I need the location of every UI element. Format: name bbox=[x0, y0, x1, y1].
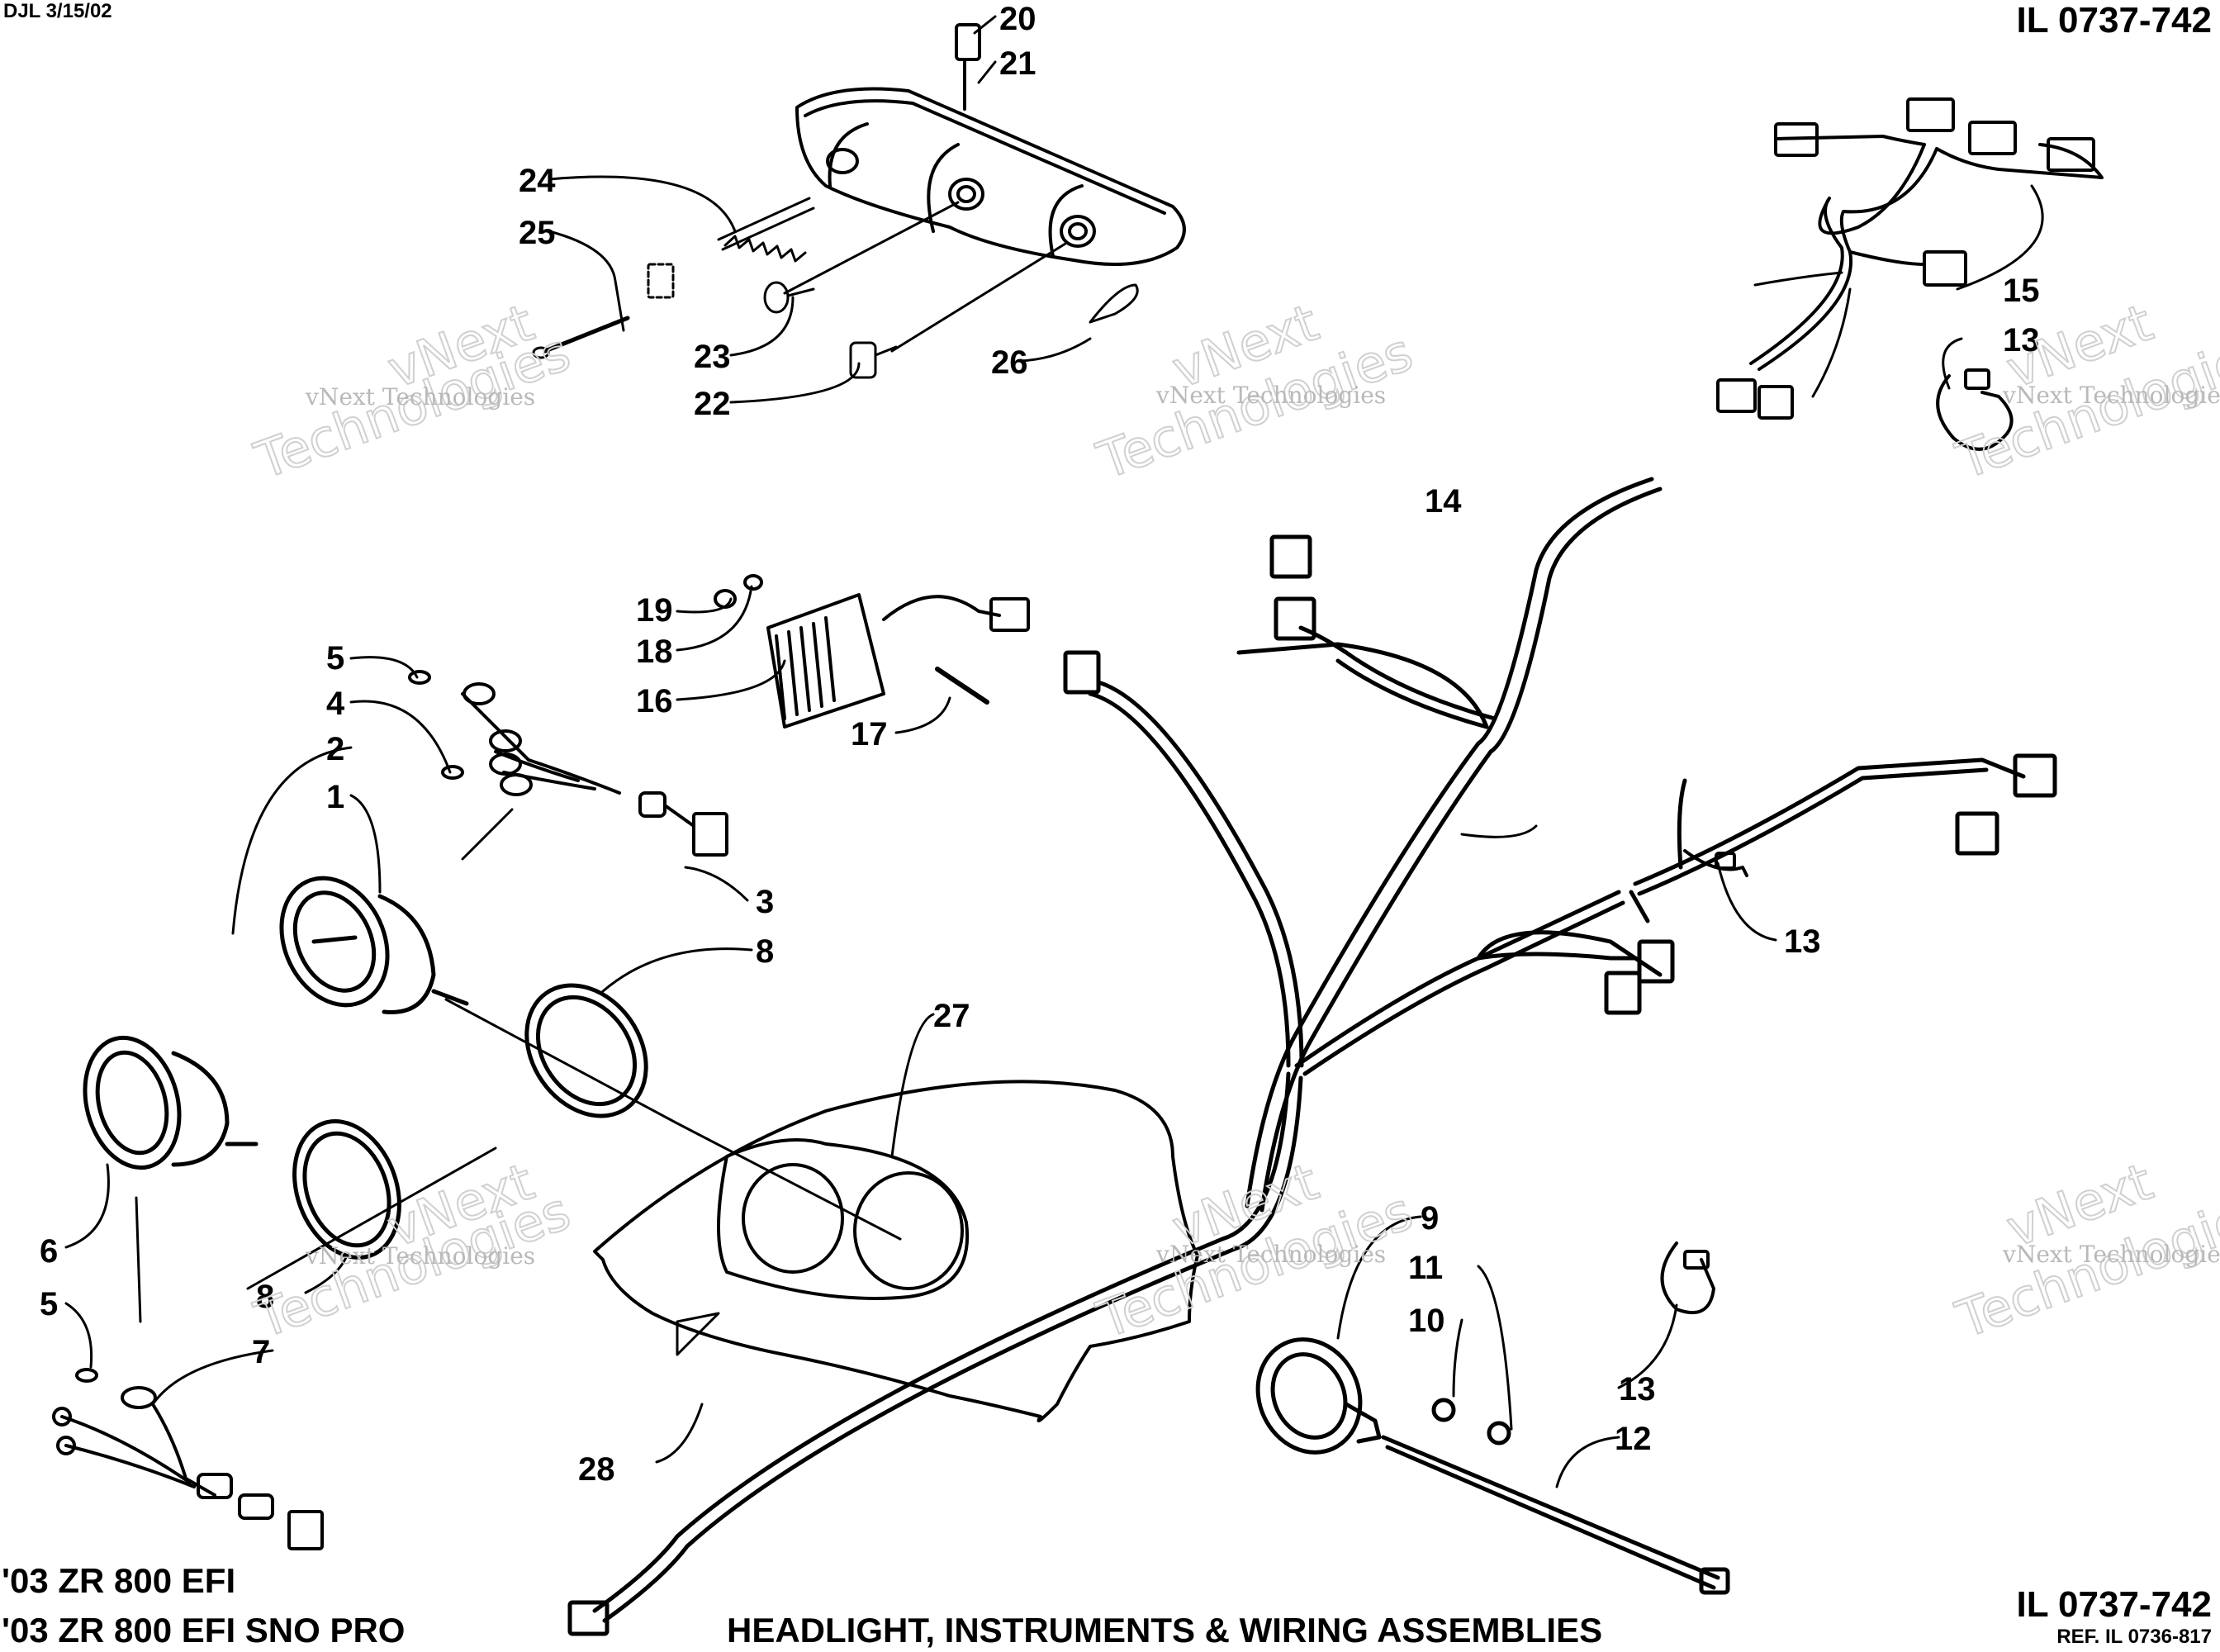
bezel-rings-8 bbox=[292, 983, 648, 1260]
callout-25: 25 bbox=[519, 215, 556, 251]
callout-6: 6 bbox=[40, 1233, 58, 1270]
callout-4: 4 bbox=[326, 686, 345, 722]
cable-tie-13-top bbox=[1936, 368, 2014, 451]
callout-8-bottom: 8 bbox=[256, 1279, 274, 1315]
speedo-drive-9 bbox=[1255, 1337, 1511, 1455]
callout-28: 28 bbox=[578, 1451, 615, 1488]
headlight-assembly bbox=[795, 23, 1186, 266]
callout-13-top: 13 bbox=[2003, 322, 2040, 358]
watermark-line: vNext Technologies bbox=[2002, 1241, 2220, 1268]
watermark-line: vNext Technologies bbox=[1155, 1241, 1386, 1268]
headlight-hardware bbox=[532, 197, 1139, 379]
leader-lines bbox=[64, 15, 2044, 1488]
watermark-line: vNext Technologies bbox=[1155, 382, 1386, 409]
callout-5-top: 5 bbox=[326, 640, 344, 676]
callout-15: 15 bbox=[2003, 273, 2040, 309]
callout-24: 24 bbox=[519, 163, 556, 199]
speedometer-6 bbox=[83, 1035, 259, 1170]
main-harness-14 bbox=[567, 477, 2057, 1636]
model-line-2: '03 ZR 800 EFI SNO PRO bbox=[2, 1611, 406, 1650]
callout-14: 14 bbox=[1425, 483, 1462, 520]
callout-3: 3 bbox=[756, 884, 774, 920]
callout-13-mid: 13 bbox=[1784, 923, 1821, 960]
callout-2: 2 bbox=[326, 731, 344, 767]
callout-13-bottom: 13 bbox=[1619, 1371, 1656, 1408]
callout-22: 22 bbox=[694, 386, 731, 422]
callout-26: 26 bbox=[991, 344, 1028, 381]
gauge-lamp-harness-3 bbox=[408, 670, 728, 857]
watermark-line: vNext Technologies bbox=[305, 1242, 535, 1270]
callout-5-bottom: 5 bbox=[40, 1286, 58, 1322]
callout-8-top: 8 bbox=[756, 933, 774, 970]
tachometer-1 bbox=[279, 876, 469, 1014]
callout-18: 18 bbox=[636, 634, 673, 670]
date-code: DJL 3/15/02 bbox=[3, 0, 112, 22]
harness-15 bbox=[1716, 97, 2104, 420]
dash-panel-27 bbox=[593, 1080, 1199, 1422]
callout-labels: 20 21 24 25 23 22 26 19 18 16 17 5 4 2 1… bbox=[40, 1, 2040, 1488]
callout-7: 7 bbox=[252, 1334, 270, 1370]
watermarks: vNext Technologies vNext Technologies vN… bbox=[246, 292, 2220, 1351]
gauge-lamp-harness-7 bbox=[52, 1368, 324, 1550]
reference-id: REF. IL 0736-817 bbox=[2056, 1626, 2212, 1648]
watermark-line: vNext Technologies bbox=[305, 383, 535, 411]
callout-11: 11 bbox=[1408, 1250, 1443, 1286]
watermark-line: vNext Technologies bbox=[2002, 382, 2220, 409]
cable-tie-13-bottom bbox=[1660, 1241, 1715, 1314]
illustration-id-bottom: IL 0737-742 bbox=[2016, 1584, 2212, 1625]
callout-10: 10 bbox=[1408, 1303, 1445, 1339]
speedo-cable-12 bbox=[1381, 1435, 1730, 1595]
callout-17: 17 bbox=[851, 716, 888, 752]
callout-9: 9 bbox=[1421, 1200, 1439, 1237]
callout-16: 16 bbox=[636, 683, 673, 719]
callout-20: 20 bbox=[999, 1, 1036, 37]
voltage-regulator-16 bbox=[714, 574, 1030, 729]
callout-1: 1 bbox=[326, 779, 344, 815]
callout-23: 23 bbox=[694, 339, 731, 375]
callout-27: 27 bbox=[933, 998, 970, 1034]
page-title: HEADLIGHT, INSTRUMENTS & WIRING ASSEMBLI… bbox=[727, 1611, 1603, 1650]
illustration-id-top: IL 0737-742 bbox=[2016, 0, 2212, 40]
callout-12: 12 bbox=[1615, 1421, 1652, 1457]
callout-19: 19 bbox=[636, 592, 673, 629]
cable-tie-13-mid bbox=[1683, 849, 1748, 877]
callout-21: 21 bbox=[999, 45, 1036, 82]
model-line-1: '03 ZR 800 EFI bbox=[2, 1561, 236, 1600]
